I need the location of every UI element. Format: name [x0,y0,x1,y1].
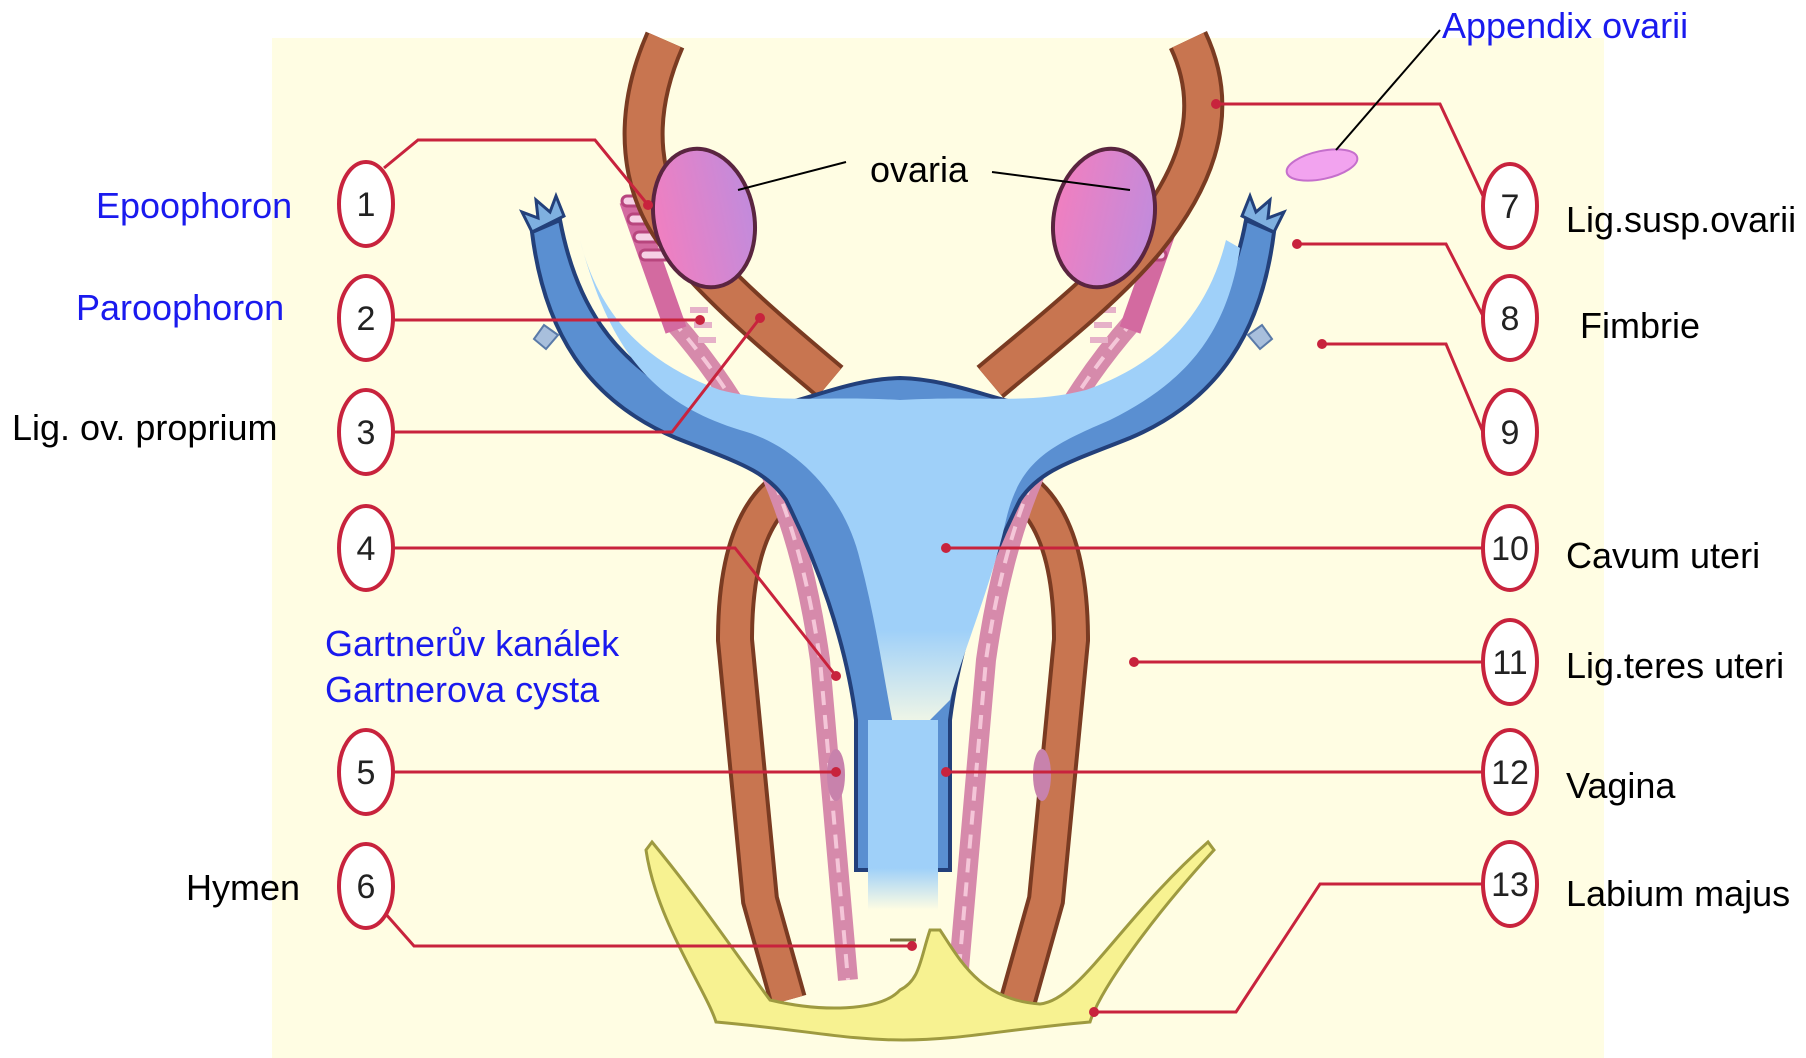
label-fimbrie: Fimbrie [1580,306,1700,346]
callout-9: 9 [1483,390,1537,474]
label-hymen: Hymen [186,868,300,908]
svg-text:9: 9 [1501,414,1520,452]
svg-text:8: 8 [1501,300,1520,338]
callout-13: 13 [1483,842,1537,926]
svg-text:11: 11 [1492,644,1527,682]
svg-text:1: 1 [357,186,376,224]
label-lig-teres-uteri: Lig.teres uteri [1566,646,1784,686]
label-gartner-kanalek: Gartnerův kanálek [325,624,619,664]
svg-text:13: 13 [1491,866,1529,904]
callout-6: 6 [339,844,393,928]
label-epoophoron: Epoophoron [96,186,292,226]
label-paroophoron: Paroophoron [76,288,284,328]
svg-text:10: 10 [1491,530,1529,568]
label-gartner-cysta: Gartnerova cysta [325,670,599,710]
callout-5: 5 [339,730,393,814]
svg-text:7: 7 [1501,188,1520,226]
callout-10: 10 [1483,506,1537,590]
label-cavum-uteri: Cavum uteri [1566,536,1760,576]
label-appendix-ovarii: Appendix ovarii [1442,6,1688,46]
callout-7: 7 [1483,164,1537,248]
label-labium-majus: Labium majus [1566,874,1790,914]
callout-12: 12 [1483,730,1537,814]
label-vagina: Vagina [1566,766,1675,806]
svg-text:5: 5 [357,754,376,792]
callout-4: 4 [339,506,393,590]
svg-text:6: 6 [357,868,376,906]
callout-1: 1 [339,162,393,246]
svg-text:3: 3 [357,414,376,452]
svg-text:4: 4 [357,530,376,568]
svg-text:2: 2 [357,300,376,338]
svg-text:12: 12 [1491,754,1529,792]
callout-11: 11 [1483,620,1537,704]
label-ovaria: ovaria [870,150,968,190]
label-lig-susp-ovarii: Lig.susp.ovarii [1566,200,1796,240]
label-lig-ov-proprium: Lig. ov. proprium [12,408,277,448]
callout-8: 8 [1483,276,1537,360]
callout-2: 2 [339,276,393,360]
callout-3: 3 [339,390,393,474]
